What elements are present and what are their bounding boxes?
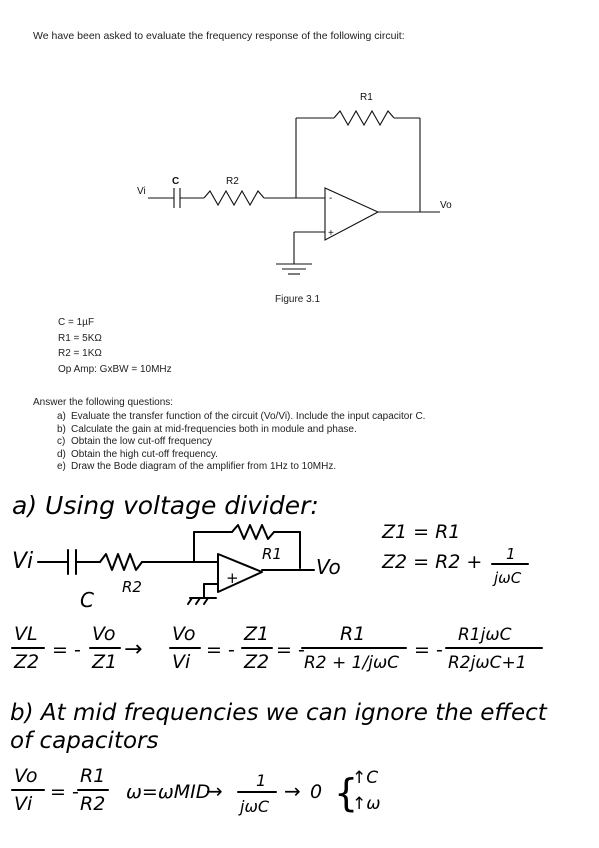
op-amp-triangle	[324, 187, 380, 241]
sketch-ground-tick-1	[187, 597, 193, 605]
question-text: Draw the Bode diagram of the amplifier f…	[71, 461, 337, 472]
label-c: C	[172, 176, 179, 187]
eq3-lhs-numerator: Vo	[14, 765, 38, 787]
question-text: Evaluate the transfer function of the ci…	[71, 411, 426, 422]
z2-fraction-denominator: jωC	[492, 569, 522, 587]
svg-text:= -: = -	[52, 639, 81, 661]
spec-r2: R2 = 1KΩ	[58, 348, 102, 359]
brace-top-line: ↑C	[352, 768, 378, 788]
figure-caption: Figure 3.1	[275, 294, 321, 305]
svg-text:= -: = -	[276, 639, 305, 661]
sketch-label-c: C	[80, 588, 94, 612]
label-vo: Vo	[440, 200, 452, 211]
eq2-lhs-denominator: Vi	[172, 651, 191, 673]
eq3-rhs-denominator: R2	[80, 793, 105, 815]
eq2-final-numerator: R1jωC	[458, 625, 512, 645]
sketch-label-vi: Vi	[12, 549, 33, 574]
brace-bottom-line: ↑ω	[352, 794, 380, 814]
sketch-op-amp	[217, 553, 263, 593]
svg-text:= -: = -	[206, 639, 235, 661]
circuit-figure: Vi C R2 R1 Vo - +	[137, 92, 452, 275]
svg-text:→: →	[124, 637, 142, 662]
eq3-lhs-denominator: Vi	[14, 793, 33, 815]
sketch-label-plus: +	[226, 569, 239, 587]
question-label: b)	[57, 423, 66, 435]
sketch-label-r2: R2	[122, 578, 142, 596]
label-r1: R1	[360, 92, 373, 103]
question-text: Obtain the low cut-off frequency	[71, 436, 213, 447]
eq2-lhs-numerator: Vo	[172, 623, 196, 645]
resistor-r1	[333, 109, 395, 127]
sketch-resistor-r1	[231, 524, 275, 540]
question-text: Calculate the gain at mid-frequencies bo…	[71, 423, 357, 435]
eq3-rhs-numerator: R1	[80, 765, 105, 787]
question-item: e) Draw the Bode diagram of the amplifier…	[57, 461, 425, 474]
component-specs: C = 1µF R1 = 5KΩ R2 = 1KΩ Op Amp: GxBW =…	[58, 315, 172, 377]
label-plus: +	[328, 228, 334, 239]
eq1-lhs-denominator: Z2	[13, 651, 39, 673]
sketch-ground-tick-3	[203, 597, 209, 605]
question-text: Obtain the high cut-off frequency.	[71, 448, 218, 460]
sketch-label-vo: Vo	[316, 555, 341, 579]
eq1-mid-denominator: Z1	[91, 651, 117, 673]
question-item: c) Obtain the low cut-off frequency	[57, 436, 425, 449]
label-vi: Vi	[137, 186, 146, 197]
spec-op-amp: Op Amp: GxBW = 10MHz	[58, 363, 172, 375]
intro-text: We have been asked to evaluate the frequ…	[33, 30, 405, 42]
svg-text:= -: = -	[414, 639, 443, 661]
question-label: a)	[57, 411, 66, 422]
question-label: c)	[57, 436, 66, 447]
part-b-line-2: of capacitors	[10, 728, 158, 754]
z2-fraction-numerator: 1	[506, 545, 516, 563]
z2-equation-prefix: Z2 = R2 +	[381, 551, 482, 573]
limit-denominator: jωC	[238, 797, 270, 816]
part-b-line-1: b) At mid frequencies we can ignore the …	[10, 700, 548, 726]
question-item: b) Calculate the gain at mid-frequencies …	[57, 424, 425, 437]
question-item: d) Obtain the high cut-off frequency.	[57, 449, 425, 462]
svg-text:= -: = -	[50, 781, 79, 803]
svg-text:→: →	[206, 779, 223, 803]
eq1-mid-numerator: Vo	[92, 623, 116, 645]
spec-capacitor: C = 1µF	[58, 317, 95, 328]
questions-list: a) Evaluate the transfer function of the …	[57, 411, 425, 474]
label-r2: R2	[226, 176, 239, 187]
resistor-r2	[203, 189, 265, 207]
svg-text:→: →	[284, 779, 301, 803]
spec-r1: R1 = 5KΩ	[58, 332, 102, 344]
questions-title: Answer the following questions:	[33, 397, 174, 408]
question-label: e)	[57, 461, 66, 472]
eq2-r-denominator: R2 + 1/jωC	[304, 653, 399, 673]
label-minus: -	[329, 193, 332, 204]
limit-numerator: 1	[256, 771, 266, 790]
eq2-final-denominator: R2jωC+1	[448, 653, 527, 673]
eq1-lhs-numerator: VL	[14, 623, 38, 645]
omega-mid-equation: ω=ωMID	[126, 781, 210, 803]
sketch-label-r1: R1	[262, 545, 282, 563]
sketch-resistor-r2	[99, 553, 143, 571]
eq2-r-numerator: R1	[340, 623, 365, 645]
eq2-z-numerator: Z1	[243, 623, 269, 645]
eq2-z-denominator: Z2	[243, 651, 269, 673]
sketch-ground-tick-2	[195, 597, 201, 605]
limit-result: 0	[310, 781, 322, 803]
handwritten-solution: a) Using voltage divider: Z1 = R1 Z2 = R…	[10, 491, 548, 816]
question-label: d)	[57, 448, 66, 460]
brace-icon: {	[334, 771, 358, 815]
question-item: a) Evaluate the transfer function of the …	[57, 411, 425, 424]
part-a-heading: a) Using voltage divider:	[12, 491, 319, 520]
z1-equation: Z1 = R1	[381, 521, 460, 543]
